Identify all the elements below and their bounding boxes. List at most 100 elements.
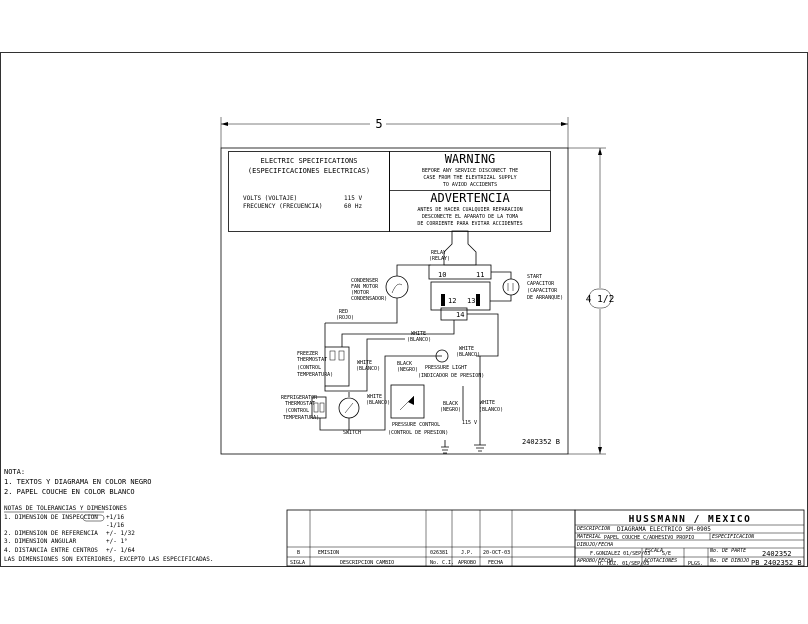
tol-row-4-value: +/- 1° <box>106 538 128 545</box>
tol-row-4-label: 3. DIMENSION ANGULAR <box>4 538 77 545</box>
start-cap-label-1: START <box>527 274 542 280</box>
tol-row-3-value: +/- 1/32 <box>106 530 135 537</box>
condenser-label-3: (MOTOR <box>351 290 370 296</box>
width-dimension: 5 <box>220 117 569 148</box>
rev-header-date: FECHA <box>488 560 503 566</box>
escala-label: ESCALA <box>645 548 663 554</box>
refrigerator-thermostat-icon <box>311 396 327 419</box>
switch-label: SWITCH <box>343 430 361 436</box>
specs-title-en: ELECTRIC SPECIFICATIONS <box>261 157 358 165</box>
aprobo-value: H. HDZ. 01/SEP/03 <box>598 561 649 567</box>
label-outline <box>220 147 569 455</box>
notes-title: NOTA: <box>4 468 25 476</box>
rev-desc: EMISION <box>318 550 339 556</box>
dibujo-label: DIBUJO/FECHA <box>576 542 613 548</box>
tol-row-5-label: 4. DISTANCIA ENTRE CENTROS <box>4 547 98 554</box>
parte-value: 2402352 <box>762 550 792 558</box>
refrigerator-label-4: TEMPERATURA) <box>283 415 319 421</box>
start-cap-label-4: DE ARRANQUE) <box>527 295 563 301</box>
advertencia-title: ADVERTENCIA <box>430 191 510 205</box>
pressure-light-label-es: (INDICADOR DE PRESION) <box>418 373 484 379</box>
height-dimension: 4 1/2 <box>568 147 615 455</box>
rev-date: 20-OCT-03 <box>483 550 510 556</box>
terminal-12: 12 <box>448 297 456 305</box>
black-2-label: BLACK <box>443 401 458 407</box>
white-ref-label: WHITE <box>367 394 382 400</box>
condenser-label-4: CONDENSADOR) <box>351 296 387 302</box>
white-wire-2-label-es: (BLANCO) <box>456 352 480 358</box>
start-cap-label-2: CAPACITOR <box>527 281 555 287</box>
pressure-light-icon <box>435 349 449 363</box>
title-block <box>574 509 805 567</box>
black-2-label-es: (NEGRO) <box>440 407 461 413</box>
tolerances-footer: LAS DIMENSIONES SON EXTERIORES, EXCEPTO … <box>4 556 214 563</box>
refrigerator-label-1: REFRIGERATOR <box>281 395 318 401</box>
terminal-11: 11 <box>476 271 484 279</box>
white-freezer-label-es: (BLANCO) <box>356 366 380 372</box>
terminal-14: 14 <box>456 311 464 319</box>
aprobo-label: APROBO/FECHA <box>576 558 613 564</box>
freezer-label-4: TEMPERATURA) <box>297 372 333 378</box>
tol-row-3-label: 2. DIMENSION DE REFERENCIA <box>4 530 98 537</box>
volts-label: VOLTS (VOLTAJE) <box>243 195 297 202</box>
material-value: PAPEL COUCHE C/ADHESIVO PROPIO <box>604 535 694 541</box>
note-1: 1. TEXTOS Y DIAGRAMA EN COLOR NEGRO <box>4 478 152 486</box>
refrigerator-label-2: THERMOSTAT <box>285 401 315 407</box>
black-label-es: (NEGRO) <box>397 367 418 373</box>
terminal-10: 10 <box>438 271 446 279</box>
freezer-thermostat-icon <box>324 346 350 387</box>
acotaciones-value: PLGS. <box>688 561 703 567</box>
white-wire-1-label: WHITE <box>411 331 426 337</box>
white-freezer-label: WHITE <box>357 360 372 366</box>
white-wire-2-label: WHITE <box>459 346 474 352</box>
rev-header-sigla: SIGLA <box>290 560 305 566</box>
terminal-13: 13 <box>467 297 475 305</box>
relay-label-es: (RELAY) <box>429 256 450 262</box>
advertencia-line-1: ANTES DE HACER CUALQUIER REPARACION <box>417 207 522 213</box>
condenser-label-2: FAN MOTOR <box>351 284 379 290</box>
pressure-control-label-es: (CONTROL DE PRESION) <box>388 430 448 436</box>
condenser-label-1: CONDENSER <box>351 278 379 284</box>
height-label: 4 1/2 <box>586 294 615 305</box>
tolerances-title: NOTAS DE TOLERANCIAS Y DIMENSIONES <box>4 505 127 512</box>
plano-value: PB 2402352 B <box>751 559 802 567</box>
plano-label: No. DE DIBUJO <box>709 558 749 564</box>
rev-header-approved: APROBO <box>458 560 476 566</box>
supply-label: 115 V <box>462 420 477 426</box>
white-3-label: WHITE <box>480 400 495 406</box>
start-capacitor-icon <box>502 278 520 296</box>
white-wire-1-label-es: (BLANCO) <box>407 337 431 343</box>
rev-header-ecn: No. C.I. <box>430 560 454 566</box>
rev-approved: J.P. <box>461 550 473 556</box>
switch-icon <box>338 397 360 419</box>
white-ref-label-es: (BLANCO) <box>366 400 390 406</box>
advertencia-line-3: DE CORRIENTE PARA EVITAR ACCIDENTES <box>417 221 522 227</box>
freq-value: 60 Hz <box>344 203 362 210</box>
descripcion-label: DESCRIPCION <box>576 526 611 532</box>
tol-row-1-value: +1/16 <box>106 514 124 521</box>
red-wire-label-es: (ROJO) <box>336 315 354 321</box>
white-3-label-es: (BLANCO) <box>479 407 503 413</box>
freezer-label-2: THERMOSTAT <box>297 357 327 363</box>
inspection-box-icon <box>82 514 105 522</box>
relay-component <box>428 230 492 321</box>
refrigerator-label-3: (CONTROL <box>285 408 309 414</box>
freezer-label-1: FREEZER <box>297 351 319 357</box>
pressure-light-label: PRESSURE LIGHT <box>425 365 467 371</box>
especificacion-label: ESPECIFICACION <box>712 534 755 540</box>
rev-ecn: 026381 <box>430 550 448 556</box>
warning-line-2: CASE FROM THE ELEVTRIZAL SUPPLY <box>423 175 516 181</box>
width-label: 5 <box>375 117 382 131</box>
red-wire-label: RED <box>339 309 348 315</box>
start-cap-label-3: (CAPACITOR <box>527 288 558 294</box>
dibujo-value: F.GONZALEZ 01/SEP/03 <box>590 551 650 557</box>
freezer-label-3: (CONTROL <box>297 365 321 371</box>
tol-row-1-label: 1. DIMENSION DE INSPECCION <box>4 514 98 521</box>
warning-title: WARNING <box>445 152 496 166</box>
condenser-fan-icon <box>385 275 409 299</box>
tol-row-5-value: +/- 1/64 <box>106 547 135 554</box>
warning-box <box>389 151 551 232</box>
warning-line-1: BEFORE ANY SERVICE DISCONECT THE <box>422 168 518 174</box>
acotaciones-label: ACOTACIONES <box>643 558 677 564</box>
